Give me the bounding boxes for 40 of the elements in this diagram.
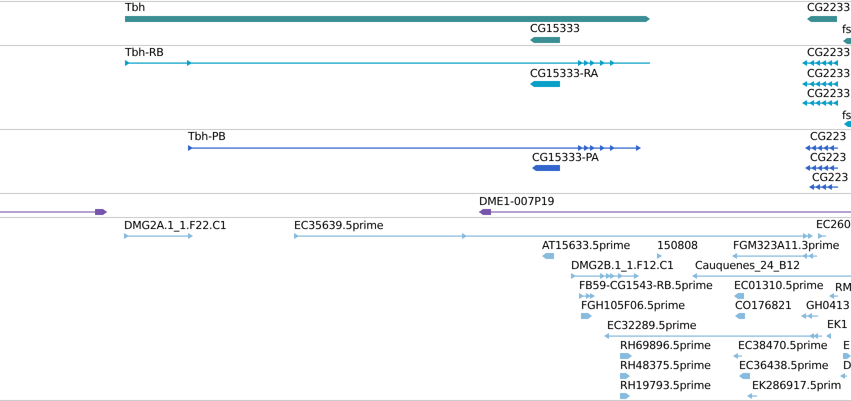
feature-label: Tbh-PB xyxy=(188,131,227,143)
feature-label: CG2233 xyxy=(807,47,850,59)
feature-label: RH69896.5prime xyxy=(620,340,711,352)
feature-label: CG2233 xyxy=(807,68,850,80)
feature-label: D xyxy=(843,360,851,372)
feature-label: DME1-007P19 xyxy=(479,196,556,208)
feature-label: CG223 xyxy=(810,131,846,143)
feature-label: Tbh-RB xyxy=(125,47,165,59)
feature-label: RH19793.5prime xyxy=(620,380,711,392)
feature-label: AT15633.5prime xyxy=(542,240,630,252)
feature-label: RM xyxy=(835,282,851,294)
feature-label: E xyxy=(843,340,851,352)
feature-label: fs xyxy=(842,110,851,122)
feature-label: EC35639.5prime xyxy=(294,220,384,232)
feature-label: RH48375.5prime xyxy=(620,360,711,372)
feature-label: FGM323A11.3prime xyxy=(733,240,840,252)
feature-label: DMG2B.1_1.F12.C1 xyxy=(571,260,674,272)
feature-label: CG2233 xyxy=(807,88,850,100)
feature-label: DMG2A.1_1.F22.C1 xyxy=(124,220,227,232)
feature-label: CG2233 xyxy=(807,2,850,14)
feature-label: CG223 xyxy=(812,172,848,184)
feature-label: EK286917.5prim xyxy=(752,380,842,392)
feature-label: 150808 xyxy=(657,240,698,252)
feature-label: FB59-CG1543-RB.5prime xyxy=(579,280,713,292)
feature-label: EK1 xyxy=(827,319,848,331)
feature-label: FGH105F06.5prime xyxy=(581,300,685,312)
feature-label: fs xyxy=(842,24,851,36)
feature-label: CG223 xyxy=(810,152,846,164)
feature-label: EC38470.5prime xyxy=(738,340,828,352)
feature-label: EC32289.5prime xyxy=(607,320,698,332)
feature-label: CG15333-RA xyxy=(530,68,598,80)
feature-label: GH0413 xyxy=(806,300,850,312)
feature-label: Tbh xyxy=(125,2,146,14)
feature-label: EC36438.5prime xyxy=(739,360,828,372)
feature-label: Cauquenes_24_B12 xyxy=(695,260,801,272)
feature-label: CG15333-PA xyxy=(532,152,599,164)
feature-label: EC260 xyxy=(816,219,851,231)
feature-label: EC01310.5prime xyxy=(734,280,824,292)
feature-label: CO176821 xyxy=(735,300,792,312)
feature-label: CG15333 xyxy=(530,23,580,35)
